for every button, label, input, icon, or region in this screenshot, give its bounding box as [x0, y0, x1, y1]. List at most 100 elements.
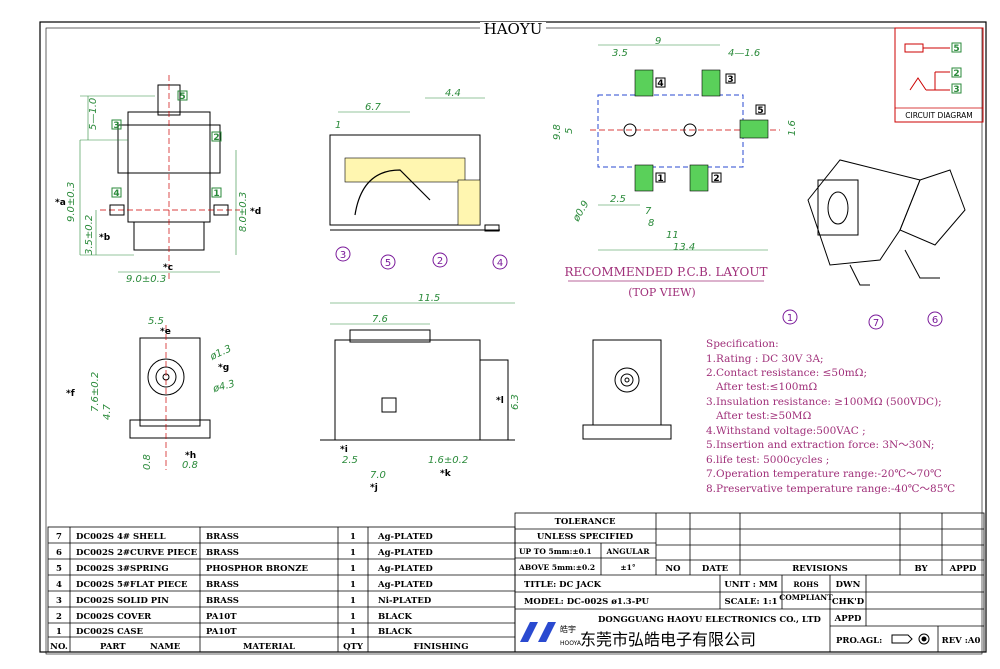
- svg-text:PA10T: PA10T: [206, 612, 237, 622]
- svg-text:皓宇: 皓宇: [560, 624, 576, 634]
- small-front-view: [582, 339, 672, 440]
- bottom-mark-h: *h: [185, 451, 196, 461]
- pcb-dim-8: 8: [648, 218, 654, 229]
- svg-text:Ni-PLATED: Ni-PLATED: [378, 596, 432, 606]
- svg-text:4: 4: [56, 580, 62, 590]
- side-dim-7-6: 7.6: [372, 314, 388, 325]
- pcb-pad-5: 5: [757, 106, 763, 116]
- svg-text:1: 1: [56, 627, 62, 637]
- front-pin-1: 1: [213, 189, 219, 199]
- header-mask: [480, 22, 546, 36]
- front-dim-width: 9.0±0.3: [126, 274, 166, 285]
- svg-text:BLACK: BLACK: [378, 627, 413, 637]
- side-mark-i: *i: [340, 445, 348, 455]
- title-block-text: TOLERANCE UNLESS SPECIFIED UP TO 5mm:±0.…: [518, 517, 980, 649]
- svg-text:PRO.AGL:: PRO.AGL:: [836, 636, 882, 646]
- bottom-dim-4-7: 4.7: [102, 403, 113, 420]
- pcb-dim-1-6: 1.6: [787, 120, 798, 136]
- side-view: 11.5 7.6 6.3 2.5 7.0 1.6±0.2 *i *j *k *l: [320, 293, 521, 493]
- side-mark-l: *l: [496, 396, 504, 406]
- spec-title: Specification:: [706, 338, 779, 350]
- svg-text:BRASS: BRASS: [206, 548, 239, 558]
- title-block: [514, 512, 985, 653]
- svg-text:PHOSPHOR BRONZE: PHOSPHOR BRONZE: [206, 564, 308, 574]
- bottom-dim-5-5: 5.5: [148, 316, 164, 327]
- section-callout-3: 3: [340, 250, 346, 261]
- section-dim-6-7: 6.7: [365, 102, 382, 113]
- svg-text:BRASS: BRASS: [206, 580, 239, 590]
- svg-text:ANGULAR: ANGULAR: [606, 547, 651, 556]
- pcb-dim-2-5: 2.5: [610, 194, 626, 205]
- svg-text:BRASS: BRASS: [206, 532, 239, 542]
- svg-text:DC002S 2#CURVE PIECE: DC002S 2#CURVE PIECE: [76, 548, 198, 558]
- spec-line-9: 7.Operation temperature range:-20℃～70℃: [706, 468, 942, 480]
- pcb-layout: 4 3 5 1 2 9 3.5 4—1.6 9.8 5 1.6 ø0.9 2.5…: [552, 36, 798, 299]
- pcb-pad-1: 1: [657, 174, 663, 184]
- bom-header-name: NAME: [150, 642, 181, 652]
- svg-text:UNIT : MM: UNIT : MM: [724, 580, 778, 590]
- front-mark-b: *b: [99, 233, 111, 243]
- section-callout-4: 4: [497, 258, 503, 269]
- bottom-mark-e: *e: [160, 327, 171, 337]
- svg-text:DC002S 5#FLAT PIECE: DC002S 5#FLAT PIECE: [76, 580, 188, 590]
- bottom-dim-7-6: 7.6±0.2: [90, 372, 101, 412]
- bottom-dim-0-8a: 0.8: [142, 454, 153, 470]
- svg-text:CHK'D: CHK'D: [832, 597, 865, 607]
- spec-line-6: 4.Withstand voltage:500VAC ;: [706, 425, 866, 437]
- svg-text:UP TO 5mm:±0.1: UP TO 5mm:±0.1: [519, 547, 592, 556]
- svg-text:SCALE: 1:1: SCALE: 1:1: [724, 597, 777, 607]
- front-view: 5—1.0 9.0±0.3 3.5±0.2 8.0±0.3 9.0±0.3 5 …: [55, 75, 261, 285]
- front-mark-c: *c: [163, 263, 173, 273]
- circuit-pin-3: 3: [953, 85, 959, 95]
- pcb-dim-3-5: 3.5: [612, 48, 628, 59]
- section-callout-2: 2: [437, 256, 443, 267]
- pcb-dim-5: 5: [564, 128, 575, 134]
- front-dim-5-1: 5—1.0: [88, 98, 99, 130]
- pcb-dim-11: 11: [666, 230, 679, 241]
- bottom-mark-f: *f: [66, 389, 75, 399]
- sheet-title: HAOYU: [484, 20, 543, 38]
- svg-text:REVISIONS: REVISIONS: [792, 564, 848, 574]
- svg-text:REV :A0: REV :A0: [942, 636, 981, 646]
- svg-text:1: 1: [350, 596, 356, 606]
- bom-rows: 7 DC002S 4# SHELL BRASS 1 Ag-PLATED 6 DC…: [50, 532, 468, 652]
- front-mark-a: *a: [55, 198, 66, 208]
- circuit-diagram: CIRCUIT DIAGRAM 5 2 3: [894, 27, 984, 123]
- front-pin-5: 5: [179, 92, 185, 102]
- svg-text:DC002S CASE: DC002S CASE: [76, 627, 143, 637]
- spec-line-1: 1.Rating : DC 30V 3A;: [706, 353, 824, 365]
- front-pin-3: 3: [113, 121, 119, 131]
- svg-text:PA10T: PA10T: [206, 627, 237, 637]
- isometric-view: 1 7 6: [782, 159, 966, 330]
- bottom-dim-phi43: ø4.3: [211, 379, 236, 396]
- front-pin-4: 4: [113, 189, 119, 199]
- svg-text:Ag-PLATED: Ag-PLATED: [377, 532, 433, 542]
- svg-text:BLACK: BLACK: [378, 612, 413, 622]
- bom-header-no: NO.: [50, 642, 68, 652]
- section-dim-1: 1: [335, 120, 341, 131]
- svg-text:2: 2: [56, 612, 62, 622]
- circuit-pin-5: 5: [953, 44, 959, 54]
- svg-text:DATE: DATE: [702, 564, 729, 574]
- bottom-view: 5.5 ø1.3 ø4.3 7.6±0.2 4.7 0.8 0.8 *e *f …: [66, 316, 236, 471]
- bom-table: [47, 526, 516, 653]
- section-callout-5: 5: [385, 258, 391, 269]
- bom-header-finishing: FINISHING: [414, 642, 469, 652]
- svg-text:APPD: APPD: [949, 564, 977, 574]
- circuit-label: CIRCUIT DIAGRAM: [905, 111, 973, 120]
- pcb-dim-phi: ø0.9: [571, 199, 592, 224]
- spec-line-5: After test:≥50MΩ: [715, 410, 812, 422]
- bottom-dim-0-8b: 0.8: [182, 460, 198, 471]
- svg-text:UNLESS SPECIFIED: UNLESS SPECIFIED: [537, 532, 634, 542]
- company-name: DONGGUANG HAOYU ELECTRONICS CO., LTD: [598, 615, 822, 625]
- side-dim-2-5: 2.5: [342, 455, 358, 466]
- spec-line-10: 8.Preservative temperature range:-40℃～85…: [706, 483, 955, 495]
- svg-text:1: 1: [350, 627, 356, 637]
- pcb-title: RECOMMENDED P.C.B. LAYOUT: [565, 265, 768, 279]
- pcb-dim-9: 9: [655, 36, 661, 47]
- pcb-pad-2: 2: [713, 174, 719, 184]
- bottom-mark-g: *g: [218, 363, 229, 373]
- circuit-pin-2: 2: [953, 69, 959, 79]
